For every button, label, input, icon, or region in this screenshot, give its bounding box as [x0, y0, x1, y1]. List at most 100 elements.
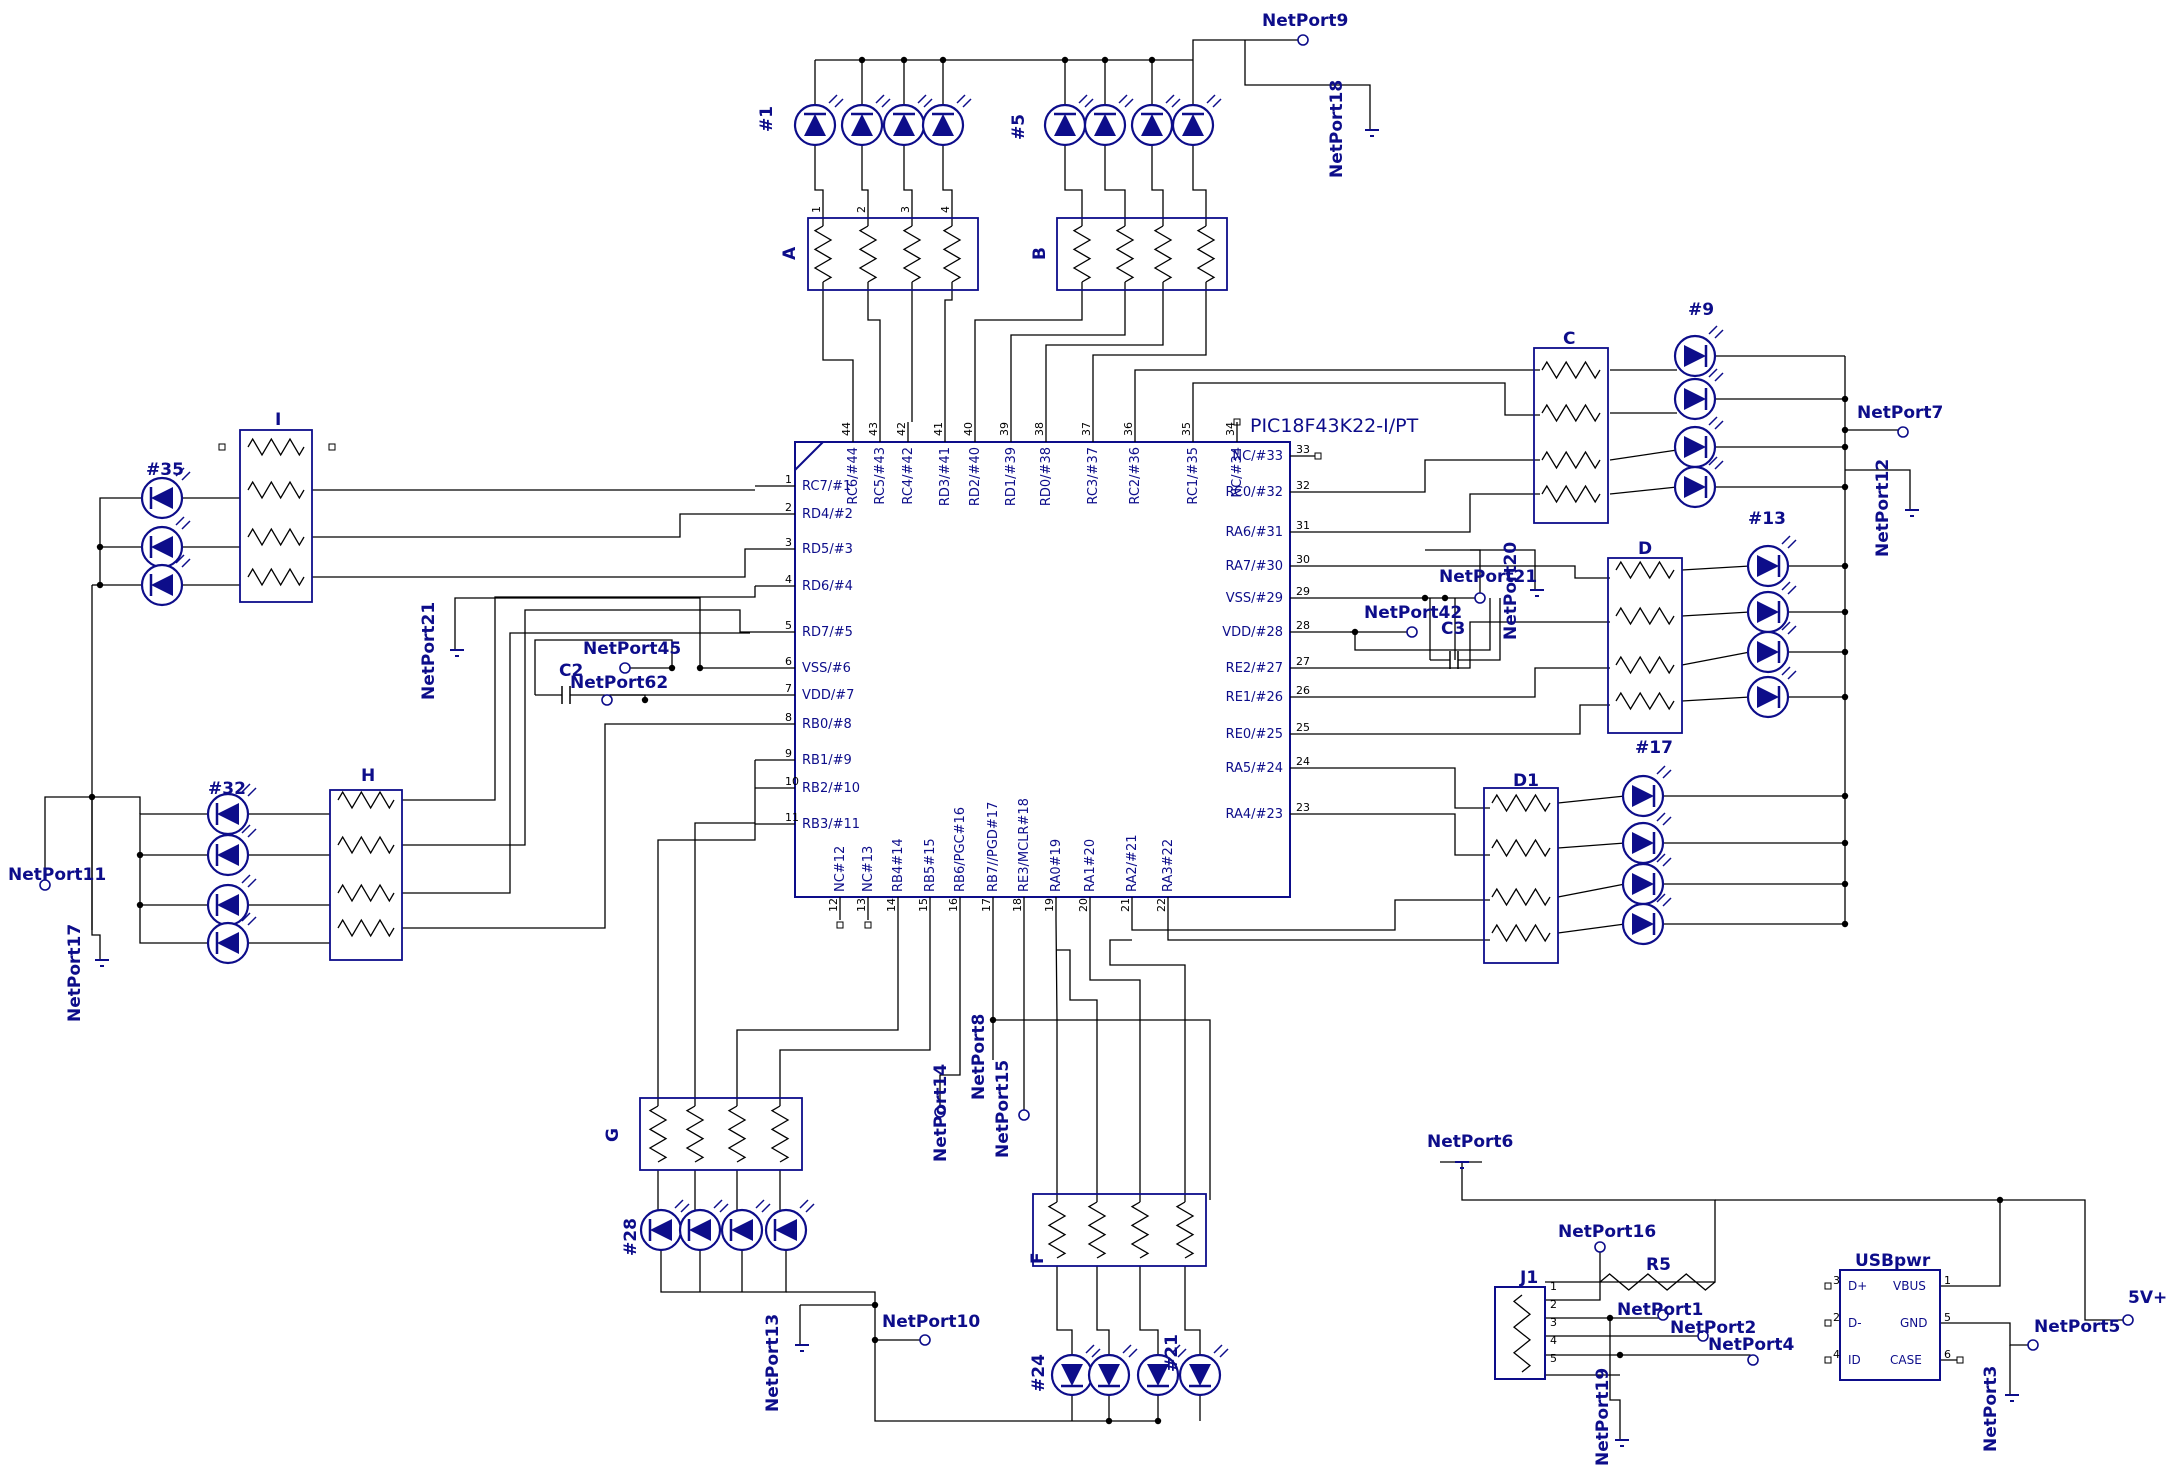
- netport-terminal[interactable]: [1747, 1354, 1759, 1366]
- led-diode[interactable]: [1673, 456, 1724, 509]
- led-ray: [881, 98, 891, 108]
- netport-terminal[interactable]: [934, 1106, 946, 1118]
- netport-terminal[interactable]: [1657, 1309, 1669, 1321]
- led-ray: [241, 824, 251, 834]
- wire: [1151, 145, 1164, 226]
- led-diode[interactable]: [1621, 765, 1672, 818]
- netport-terminal[interactable]: [601, 694, 613, 706]
- wire: [1192, 39, 1300, 60]
- led-diode[interactable]: [1087, 1344, 1138, 1397]
- netport-terminal[interactable]: [2027, 1339, 2039, 1351]
- led-diode[interactable]: [639, 1199, 690, 1252]
- led-ray: [828, 94, 838, 104]
- resistor-element: [337, 883, 395, 903]
- mcu-pin-label: NC/#33: [1232, 449, 1283, 464]
- led-diode[interactable]: [1621, 893, 1672, 946]
- junction-dot: [871, 1301, 879, 1309]
- resistor-array-b[interactable]: [1056, 217, 1228, 291]
- connector-j1-pin-number: 3: [1550, 1316, 1557, 1329]
- led-diode[interactable]: [140, 467, 191, 520]
- led-ray: [175, 516, 185, 526]
- led-diode[interactable]: [921, 94, 972, 147]
- led-triangle: [1094, 114, 1116, 136]
- mcu-pin-label: RC1/#35: [1186, 447, 1201, 505]
- junction-dot: [641, 696, 649, 704]
- junction-dot: [1841, 648, 1849, 656]
- led-diode[interactable]: [1746, 535, 1797, 588]
- led-ray: [805, 1203, 815, 1213]
- led-diode[interactable]: [140, 516, 191, 569]
- wire: [139, 813, 208, 944]
- netport-terminal[interactable]: [1018, 1109, 1030, 1121]
- led-ray: [181, 471, 191, 481]
- led-triangle: [1632, 785, 1654, 807]
- netport-terminal[interactable]: [1406, 626, 1418, 638]
- netport-terminal[interactable]: [2122, 1314, 2134, 1326]
- mcu-pin-number: 13: [855, 898, 868, 912]
- led-diode[interactable]: [1171, 94, 1222, 147]
- led-diode[interactable]: [1621, 812, 1672, 865]
- led-triangle: [217, 894, 239, 916]
- mcu-pin-label: RA4/#23: [1226, 807, 1283, 822]
- led-diode[interactable]: [206, 874, 257, 927]
- led-diode[interactable]: [1178, 1344, 1229, 1397]
- led-diode[interactable]: [1673, 368, 1724, 421]
- wire: [402, 586, 756, 801]
- netport-terminal[interactable]: [1297, 34, 1309, 46]
- usb-power-module[interactable]: USBpwr D+ D- ID VBUS GND CASE 3 2 4 1 5 …: [1833, 1251, 1951, 1381]
- usb-pin-label-id: ID: [1848, 1353, 1861, 1367]
- led-ray: [175, 467, 185, 477]
- led-diode[interactable]: [1043, 94, 1094, 147]
- netport-5-label: NetPort5: [2034, 1317, 2120, 1337]
- led-triangle: [1757, 601, 1779, 623]
- led-diode[interactable]: [206, 824, 257, 877]
- led-diode[interactable]: [140, 554, 191, 607]
- led-diode[interactable]: [720, 1199, 771, 1252]
- resistor-element: [1541, 403, 1601, 423]
- junction-dot: [1105, 1417, 1113, 1425]
- led-diode[interactable]: [1050, 1344, 1101, 1397]
- netport-terminal[interactable]: [39, 879, 51, 891]
- led-diode[interactable]: [1083, 94, 1134, 147]
- netport-terminal[interactable]: [619, 662, 631, 674]
- led-diode[interactable]: [1673, 416, 1724, 469]
- usb-pin-num-dminus: 2: [1833, 1311, 1840, 1324]
- led-diode[interactable]: [206, 912, 257, 965]
- led-group-label-32: #32: [208, 779, 246, 799]
- led-diode[interactable]: [764, 1199, 815, 1252]
- led-diode[interactable]: [1746, 581, 1797, 634]
- led-diode[interactable]: [1746, 621, 1797, 674]
- led-diode[interactable]: [793, 94, 844, 147]
- resistor-array-a[interactable]: [807, 217, 979, 291]
- led-triangle: [217, 803, 239, 825]
- led-diode[interactable]: [1673, 325, 1724, 378]
- ground-symbol: [450, 649, 464, 657]
- led-diode[interactable]: [1746, 666, 1797, 719]
- led-triangle: [1061, 1364, 1083, 1386]
- mcu-pin-label: RC4/#42: [901, 447, 916, 505]
- led-group-label-9: #9: [1688, 300, 1714, 320]
- led-diode[interactable]: [840, 94, 891, 147]
- wire: [939, 920, 961, 1112]
- led-diode[interactable]: [882, 94, 933, 147]
- supply-5v-label: 5V+: [2128, 1288, 2167, 1308]
- led-diode[interactable]: [1136, 1344, 1187, 1397]
- netport-terminal[interactable]: [1897, 426, 1909, 438]
- microcontroller[interactable]: PIC18F43K22-I/PT: [794, 415, 1419, 898]
- netport-terminal[interactable]: [1594, 1241, 1606, 1253]
- wire: [534, 639, 673, 695]
- wire: [867, 282, 881, 422]
- led-ray: [1118, 94, 1128, 104]
- resistor-element: [1130, 1201, 1150, 1259]
- led-diode[interactable]: [678, 1199, 729, 1252]
- netport-terminal[interactable]: [919, 1334, 931, 1346]
- capacitor-c3-label: C3: [1441, 619, 1465, 639]
- led-ray: [674, 1199, 684, 1209]
- wire: [312, 548, 755, 578]
- mcu-pin-number: 10: [785, 775, 799, 788]
- connector-j1[interactable]: J1: [1494, 1268, 1546, 1380]
- netport-terminal[interactable]: [1474, 592, 1486, 604]
- netport-terminal[interactable]: [1697, 1330, 1709, 1342]
